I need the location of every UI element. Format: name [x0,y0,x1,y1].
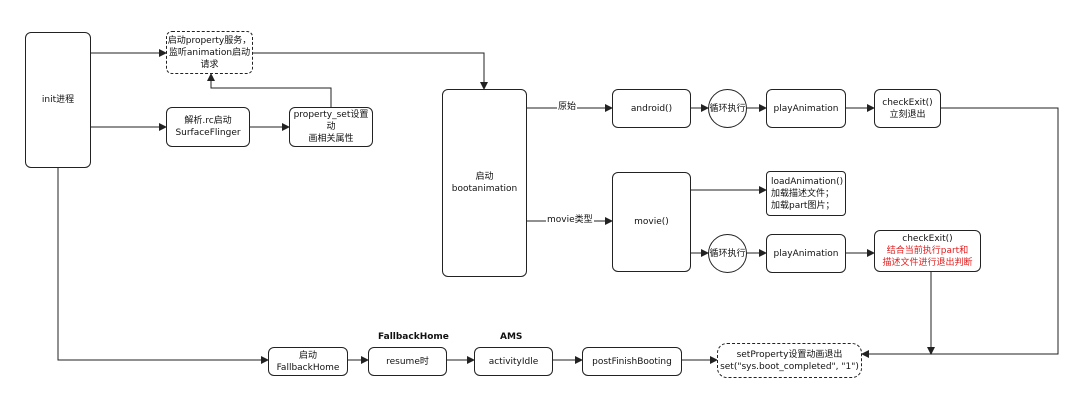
init-label: init进程 [41,95,75,105]
resume-label: resume时 [386,356,429,367]
set-property-line1: setProperty设置动画退出 [736,349,843,360]
set-property-node: setProperty设置动画退出 set("sys.boot_complete… [717,343,862,378]
check-exit-1-line1: checkExit() [882,97,933,108]
loop-node-1: 循环执行 [708,89,747,128]
group-title-ams: AMS [500,332,523,342]
loop-label-2: 循环执行 [709,248,746,259]
loop-label-1: 循环执行 [709,103,746,114]
edge-label-movie-type: movie类型 [546,215,594,226]
load-animation-line3: 加载part图片； [771,201,835,211]
check-exit-node-1: checkExit() 立刻退出 [874,89,941,128]
parse-rc-line2: SurfaceFlinger [175,128,241,138]
check-exit-2-line2: 描述文件进行退出判断 [882,258,973,268]
edge-property-boot [253,52,488,90]
movie-node: movie() [612,172,691,272]
android-label: android() [630,103,673,114]
set-property-line2: set("sys.boot_completed", "1") [720,361,859,372]
parse-rc-node: 解析.rc启动 SurfaceFlinger [166,107,250,147]
load-animation-node: loadAnimation() 加载描述文件； 加载part图片； [766,171,846,216]
init-process-node: init进程 [25,32,91,168]
check-exit-node-2: checkExit() 结合当前执行part和 描述文件进行退出判断 [874,230,981,272]
load-animation-line2: 加载描述文件； [771,189,835,199]
check-exit-1-line2: 立刻退出 [889,109,926,120]
property-service-line1: 启动property服务， [167,35,252,46]
play-animation-label-1: playAnimation [773,103,839,114]
post-finish-booting-label: postFinishBooting [592,356,672,367]
edge-propset-property [207,73,332,107]
movie-label: movie() [634,217,669,227]
edge-init-fallback [57,167,269,364]
check-exit-2-title: checkExit() [902,234,953,244]
group-title-fallbackhome: FallbackHome [378,332,449,342]
property-set-line2: 画相关属性 [308,134,354,144]
resume-node: resume时 [368,347,447,376]
bootanimation-node: 启动bootanimation [442,89,527,277]
activity-idle-label: activityIdle [488,356,539,367]
play-animation-node-2: playAnimation [766,234,846,273]
post-finish-booting-node: postFinishBooting [582,347,682,376]
android-node: android() [612,89,691,128]
property-set-line1: property_set设置动 [293,110,369,132]
play-animation-label-2: playAnimation [773,248,839,259]
bootanimation-label: 启动bootanimation [451,172,518,194]
activity-idle-node: activityIdle [474,347,553,376]
play-animation-node-1: playAnimation [766,89,846,128]
property-set-node: property_set设置动 画相关属性 [289,107,373,147]
parse-rc-line1: 解析.rc启动 [184,116,232,126]
property-service-node: 启动property服务， 监听animation启动 请求 [166,31,253,74]
edge-check1-setprop [861,107,1059,358]
fallback-home-line1: 启动 [298,350,317,361]
loop-node-2: 循环执行 [708,234,747,273]
edge-label-original: 原始 [557,102,578,113]
property-service-line2: 监听animation启动 [168,47,251,58]
load-animation-line1: loadAnimation() [771,177,844,187]
property-service-line3: 请求 [200,59,219,70]
fallback-home-line2: FallbackHome [276,362,340,373]
fallback-home-node: 启动 FallbackHome [268,347,348,376]
check-exit-2-line1: 结合当前执行part和 [886,246,969,256]
